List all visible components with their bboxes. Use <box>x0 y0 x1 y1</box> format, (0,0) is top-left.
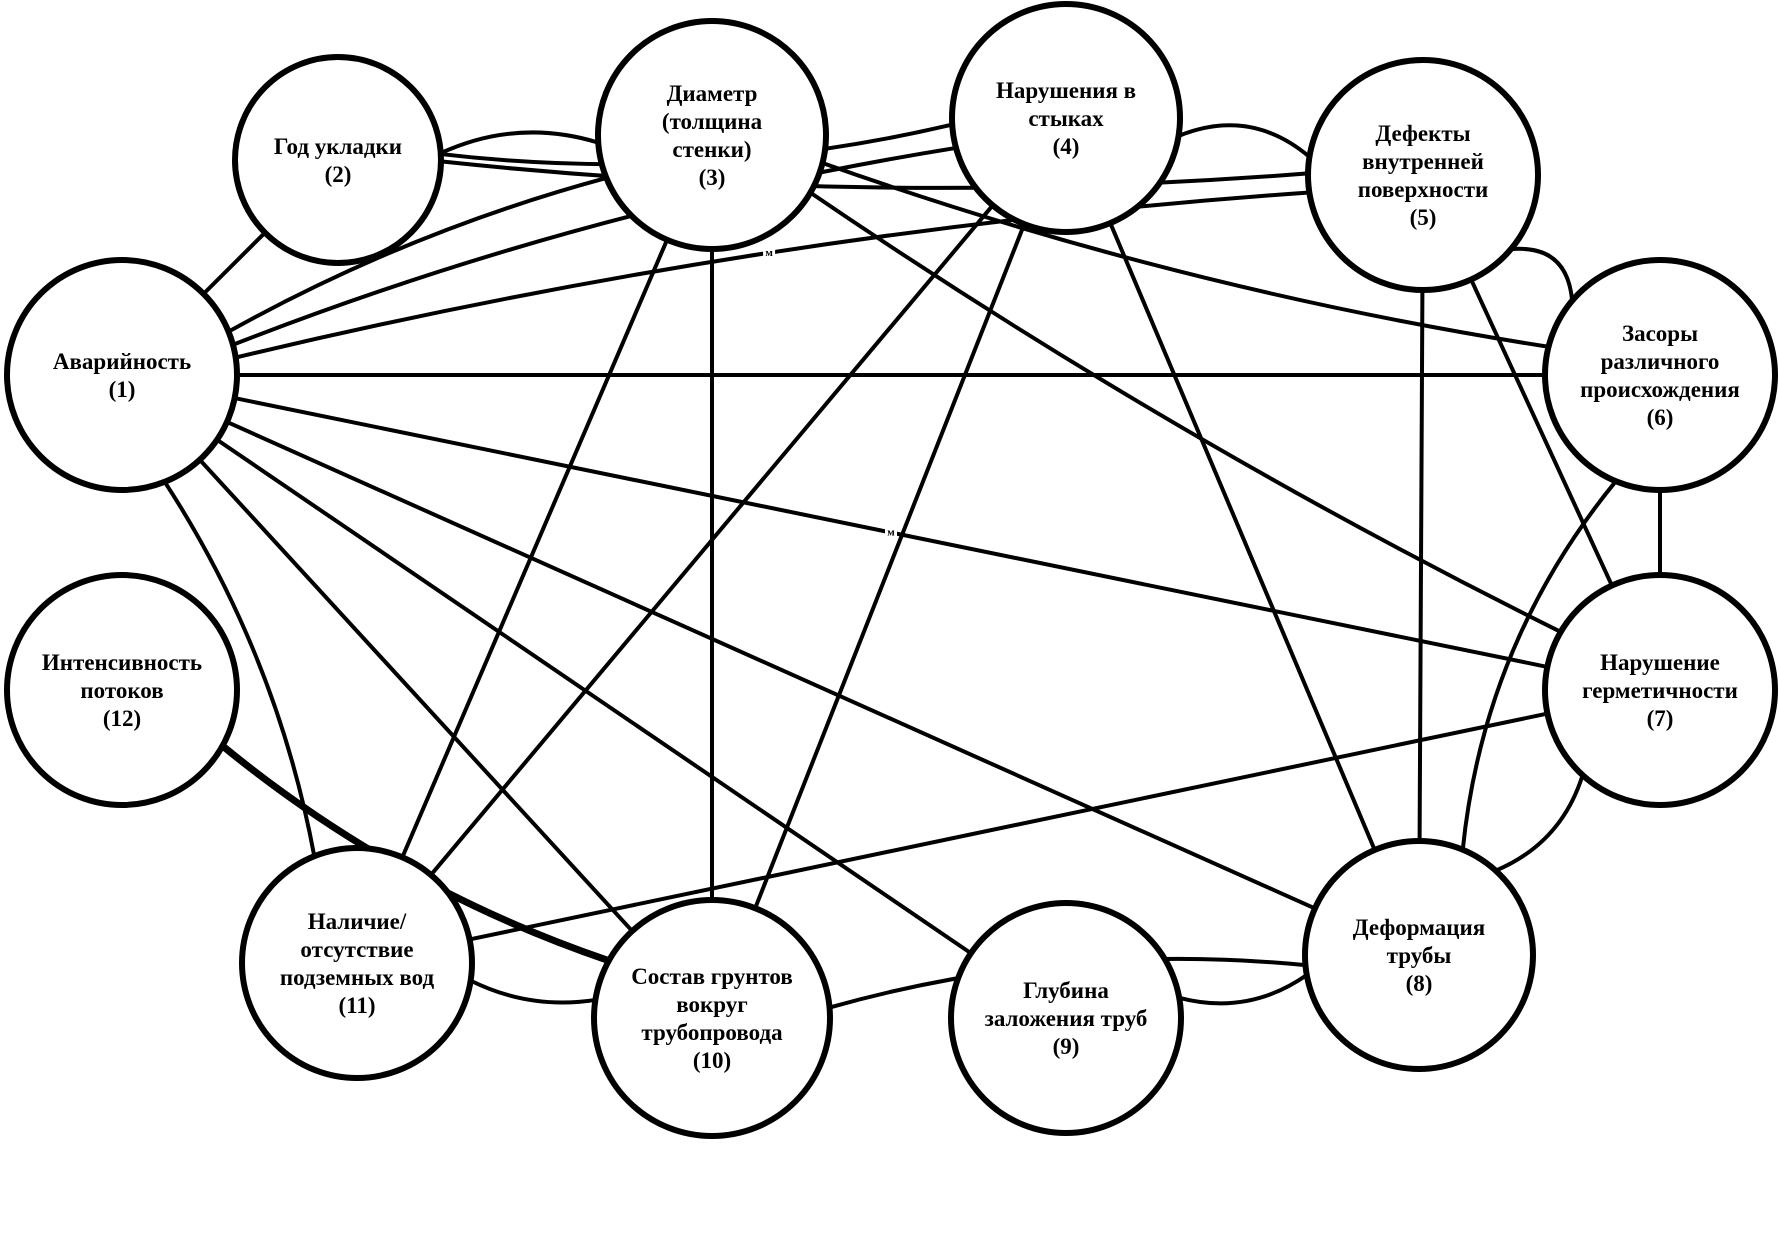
node-label-4-line-2: стыках <box>1028 106 1104 131</box>
node-label-9-line-3: (9) <box>1053 1034 1080 1059</box>
node-2: Год укладки (2) <box>232 54 444 266</box>
node-12: Интенсивность потоков (12) <box>4 572 240 808</box>
edge-label-bg-1-5 <box>763 245 776 258</box>
edge-4-8 <box>1108 221 1377 852</box>
edge-labels-layer: мм <box>763 245 897 539</box>
node-label-5-line-4: (5) <box>1410 205 1437 230</box>
node-1: Аварийность (1) <box>4 257 240 493</box>
node-label-4-line-3: (4) <box>1053 134 1080 159</box>
node-label-11-line-1: Наличие/ <box>308 909 407 934</box>
edge-7-8 <box>1493 773 1585 873</box>
node-11: Наличие/отсутствие подземных вод (11) <box>239 845 475 1081</box>
node-label-7-line-1: Нарушение <box>1600 650 1720 675</box>
node-label-3-line-3: стенки) <box>672 137 751 162</box>
node-label-6-line-3: происхождения <box>1580 377 1740 402</box>
node-label-3-line-1: Диаметр <box>667 81 758 106</box>
node-label-5-line-2: внутренней <box>1362 149 1484 174</box>
node-circle-9 <box>948 900 1184 1136</box>
node-label-6-line-1: Засоры <box>1622 321 1698 346</box>
node-label-7-line-3: (7) <box>1647 706 1674 731</box>
edge-3-7 <box>808 190 1563 634</box>
node-circle-6 <box>1542 257 1778 493</box>
edge-3-6 <box>820 160 1551 349</box>
node-circle-12 <box>4 572 240 808</box>
node-4: Нарушения в стыках (4) <box>949 1 1183 235</box>
node-label-11-line-3: подземных вод <box>280 965 435 990</box>
node-label-10-line-2: вокруг <box>676 992 747 1017</box>
node-7: Нарушение герметичности (7) <box>1542 572 1778 808</box>
edge-1-8 <box>224 419 1317 911</box>
edge-10-11 <box>468 978 598 1005</box>
node-label-7-line-2: герметичности <box>1582 678 1738 703</box>
node-circle-3 <box>595 18 829 252</box>
node-label-9-line-1: Глубина <box>1023 978 1109 1003</box>
node-label-5-line-3: поверхности <box>1358 177 1489 202</box>
edge-4-10 <box>753 222 1027 911</box>
node-circle-10 <box>591 897 833 1139</box>
edge-5-6 <box>1508 246 1575 303</box>
edge-1-3 <box>226 175 609 334</box>
edge-3-11 <box>400 237 670 860</box>
node-circle-5 <box>1305 57 1541 293</box>
node-3: Диаметр (толщина стенки) (3) <box>595 18 829 252</box>
node-label-10-line-3: трубопровода <box>641 1020 783 1045</box>
node-label-11-line-4: (11) <box>338 993 375 1018</box>
node-circle-1 <box>4 257 240 493</box>
node-label-5-line-1: Дефекты <box>1375 121 1470 146</box>
edge-8-9 <box>1177 973 1309 1006</box>
edge-7-11 <box>467 711 1550 942</box>
node-6: Засоры различного происхождения (6) <box>1542 257 1778 493</box>
node-label-10-line-4: (10) <box>693 1048 731 1073</box>
node-label-4-line-1: Нарушения в <box>996 78 1136 103</box>
node-label-2-line-2: (2) <box>325 162 352 187</box>
node-label-3-line-2: (толщина <box>662 109 763 134</box>
node-label-8-line-2: трубы <box>1387 943 1452 968</box>
edge-5-7 <box>1469 277 1614 588</box>
nodes-layer: Аварийность (1) Год укладки (2) Диаметр (толщ… <box>4 1 1778 1139</box>
node-5: Дефекты внутренней поверхности (5) <box>1305 57 1541 293</box>
edge-2-5 <box>438 159 1311 190</box>
node-9: Глубина заложения труб (9) <box>948 900 1184 1136</box>
node-label-8-line-3: (8) <box>1406 971 1433 996</box>
node-circle-11 <box>239 845 475 1081</box>
node-label-12-line-2: потоков <box>80 678 163 703</box>
node-label-8-line-1: Деформация <box>1353 915 1485 940</box>
node-label-1-line-2: (1) <box>109 377 136 402</box>
edge-label-1-5: м <box>765 247 773 259</box>
node-circle-2 <box>232 54 444 266</box>
node-circle-4 <box>949 1 1183 235</box>
edge-4-11 <box>428 203 995 877</box>
node-label-1-line-1: Аварийность <box>53 349 191 374</box>
edge-1-2 <box>201 230 267 296</box>
node-circle-8 <box>1302 838 1536 1072</box>
node-label-11-line-2: отсутствие <box>300 937 413 962</box>
node-label-3-line-4: (3) <box>699 165 726 190</box>
node-label-9-line-2: заложения труб <box>985 1006 1148 1031</box>
edge-1-9 <box>215 437 973 956</box>
edge-label-bg-1-7 <box>885 525 897 538</box>
edge-label-1-7: м <box>887 527 895 539</box>
node-label-6-line-2: различного <box>1601 349 1720 374</box>
node-label-6-line-4: (6) <box>1647 405 1674 430</box>
node-circle-7 <box>1542 572 1778 808</box>
edge-5-8 <box>1417 287 1425 844</box>
edge-1-4 <box>230 145 959 347</box>
edge-4-5 <box>1176 123 1312 159</box>
node-label-12-line-1: Интенсивность <box>42 650 202 675</box>
node-8: Деформация трубы (8) <box>1302 838 1536 1072</box>
edge-2-3 <box>438 130 601 156</box>
node-10: Состав грунтов вокруг трубопровода (10) <box>591 897 833 1139</box>
node-label-2-line-1: Год укладки <box>274 134 402 159</box>
edge-1-10 <box>197 457 635 934</box>
node-label-12-line-3: (12) <box>103 706 141 731</box>
edge-6-8 <box>1460 479 1618 852</box>
node-label-10-line-1: Состав грунтов <box>631 964 793 989</box>
